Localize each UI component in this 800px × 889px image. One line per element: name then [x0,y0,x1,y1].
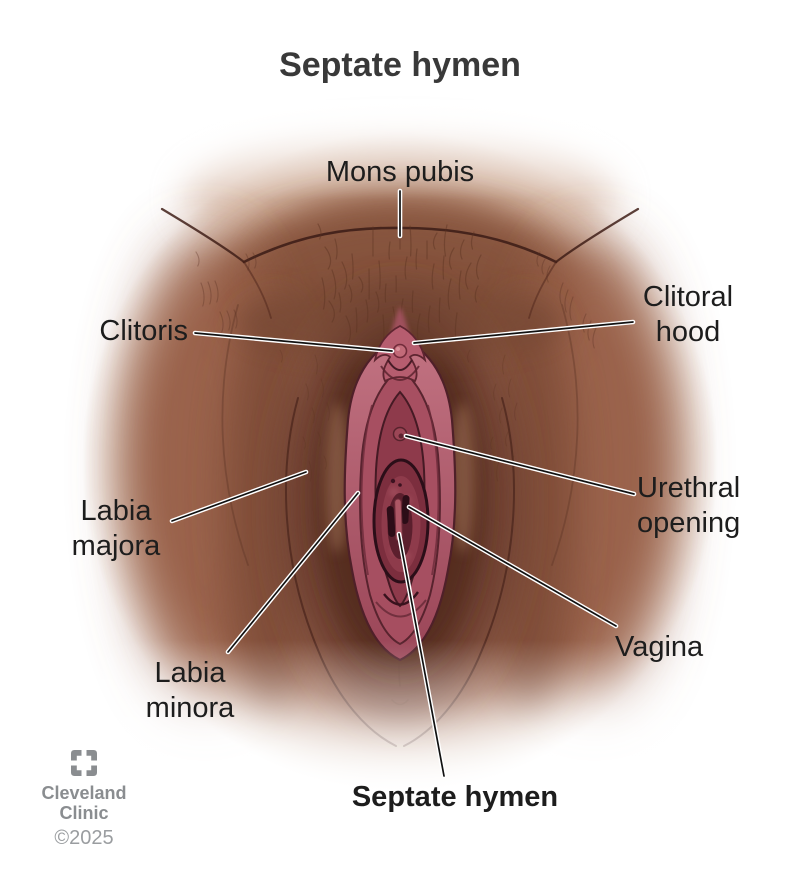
vaginal-opening [372,458,430,584]
leader-lines [169,188,637,779]
leader-line-urethral-opening [403,433,637,497]
label-urethral-opening: Urethral opening [637,472,741,539]
label-clitoris: Clitoris [99,315,188,347]
label-mons-pubis: Mons pubis [325,156,475,188]
leader-line-labia-minora [225,490,361,655]
clitoris-glans [392,343,408,359]
hymen-opening-right [401,495,410,525]
cleveland-clinic-logo: Cleveland Clinic ©2025 [34,748,134,850]
label-clitoral-hood: Clitoral hood [642,281,734,348]
leader-line-clitoris [192,330,395,354]
clitoral-hood [373,324,427,383]
copyright-text: ©2025 [54,827,114,849]
label-labia-minora: Labia minora [145,657,235,724]
hair-strokes [195,223,597,482]
logo-text-line1: Cleveland [41,783,127,803]
leader-line-labia-majora [169,469,309,524]
bottom-fade [0,640,800,825]
logo-text-line2: Clinic [59,803,109,823]
hymen-opening-left [386,506,396,537]
urethral-opening-mark [392,426,408,442]
label-vagina: Vagina [615,631,704,663]
leader-line-septate-hymen [396,531,447,779]
vulva [343,306,457,662]
label-labia-majora: Labia majora [71,495,161,562]
leader-line-clitoral-hood [411,319,636,346]
leader-line-vagina [406,504,619,629]
page-title: Septate hymen [279,46,521,84]
label-septate-hymen: Septate hymen [351,781,559,813]
cleveland-clinic-logo-icon [71,750,97,776]
top-fade [0,100,800,200]
